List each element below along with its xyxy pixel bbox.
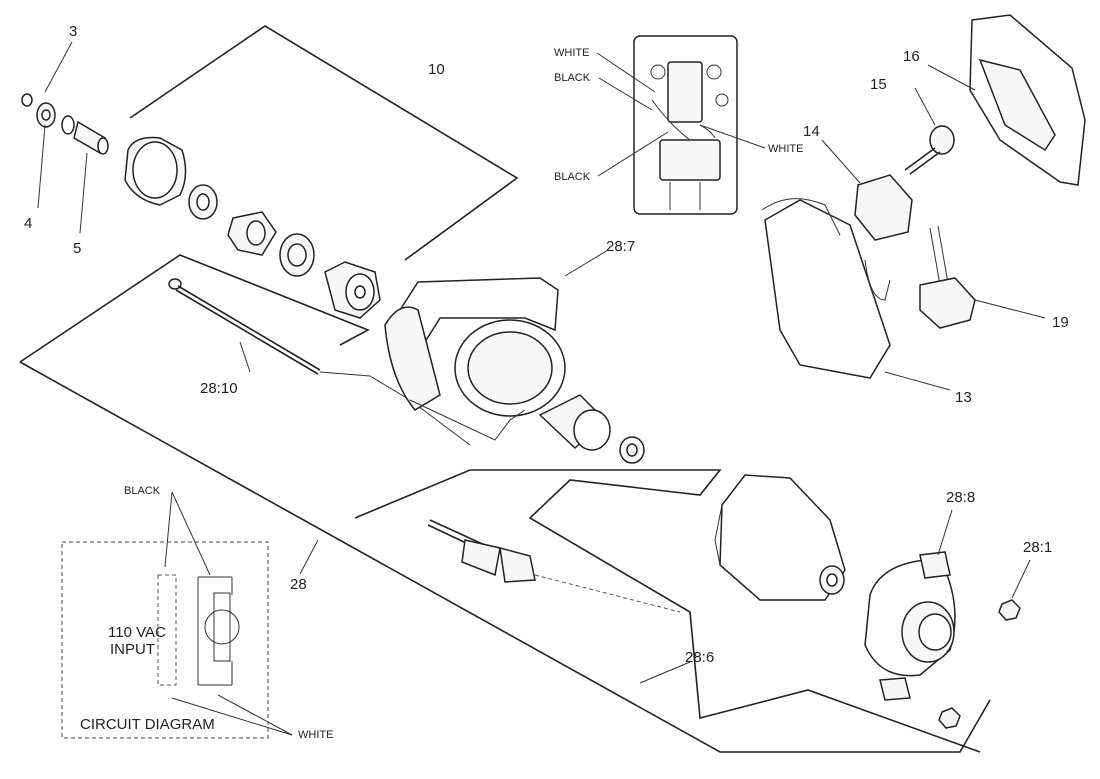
callout-15: 15 [870,76,887,93]
part-28-motor-stator [714,474,846,601]
part-19-connector [919,225,976,329]
part-15-button [904,125,955,175]
circuit-black-label: BLACK [124,485,161,497]
callout-14: 14 [803,123,820,140]
switch-wiring-detail [633,35,738,215]
circuit-input-line1: 110 VAC [108,624,166,641]
part-10-gear [227,211,277,256]
part-10-ring [279,233,315,277]
callout-28: 28 [290,576,307,593]
part-28-1-nut-upper [998,599,1021,621]
part-3-clip [21,93,33,107]
callout-5: 5 [73,240,81,257]
part-28-7-motor-bracket [384,277,566,441]
part-28-motor-bearing [619,436,645,464]
circuit-white-label: WHITE [298,729,333,741]
callout-13: 13 [955,389,972,406]
callout-16: 16 [903,48,920,65]
callout-3: 3 [69,23,77,40]
wire-label-black-top: BLACK [554,72,591,84]
callout-28-1: 28:1 [1023,539,1052,556]
part-13-housing [761,198,891,379]
circuit-diagram-title: CIRCUIT DIAGRAM [80,716,215,733]
part-28-1-nut-lower [938,707,961,729]
callout-28-6: 28:6 [685,649,714,666]
callout-28-10: 28:10 [200,380,238,397]
part-14-switch-body [854,174,913,241]
group-28-outline [19,254,370,363]
part-28-10-bolt [168,278,321,375]
part-28-6-armature-shaft [427,519,681,613]
circuit-diagram: BLACK 110 VAC INPUT CIRCUIT DIAGRAM WHIT… [61,485,333,741]
wire-label-white-top: WHITE [554,47,589,59]
wire-label-black-bottom: BLACK [554,171,591,183]
part-28-8-end-bell [864,551,956,701]
part-5-sleeve [61,115,109,155]
callout-28-8: 28:8 [946,489,975,506]
part-16-switch-plate [969,14,1086,186]
callout-10: 10 [428,61,445,78]
group-28-lower-outline [19,361,991,753]
circuit-input-line2: INPUT [110,641,155,658]
part-10-cap [124,136,187,206]
part-4-washer [36,102,56,128]
part-28-motor-cup [538,394,611,451]
group-28-10-dash [319,371,471,446]
group-28-6-outline [354,469,981,753]
callout-19: 19 [1052,314,1069,331]
group-10-outline [129,25,519,261]
callout-28-7: 28:7 [606,238,635,255]
part-10-bushing [188,184,218,220]
wire-label-white-right: WHITE [768,143,803,155]
part-10-pulley [324,261,381,319]
callout-4: 4 [24,215,32,232]
